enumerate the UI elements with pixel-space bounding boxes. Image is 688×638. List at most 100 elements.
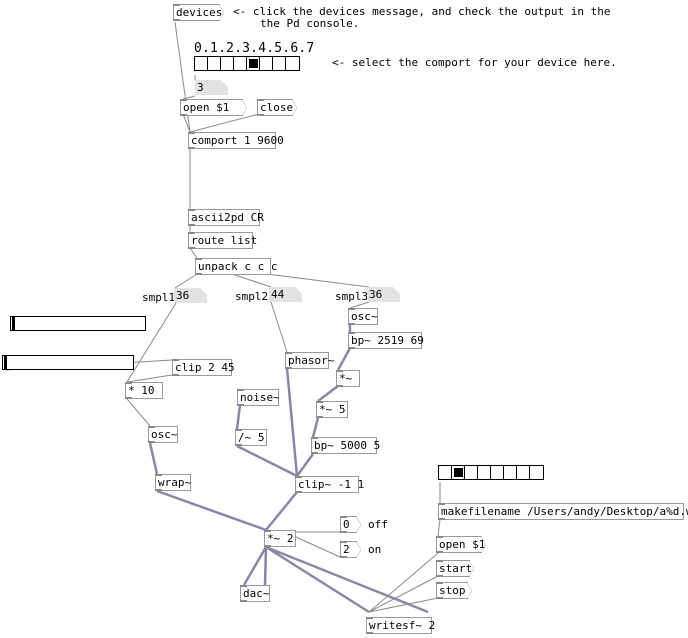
file-index-radio-selector[interactable] xyxy=(438,465,544,480)
off-message[interactable]: 0 xyxy=(340,516,361,533)
outlet[interactable] xyxy=(188,247,195,249)
radio-cell[interactable] xyxy=(517,466,530,479)
devices-message[interactable]: devices xyxy=(173,4,224,21)
multiply-signal-object[interactable]: *~ xyxy=(336,370,360,387)
radio-cell[interactable] xyxy=(530,466,543,479)
route-list-object[interactable]: route list xyxy=(188,232,257,249)
horizontal-slider-b[interactable] xyxy=(2,355,134,370)
outlet[interactable] xyxy=(436,597,443,599)
open-file-message[interactable]: open $1 xyxy=(436,536,486,553)
radio-cell[interactable] xyxy=(439,466,452,479)
radio-cell[interactable] xyxy=(273,57,286,70)
inlet[interactable] xyxy=(125,382,132,384)
outlet[interactable] xyxy=(311,452,318,454)
outlet[interactable] xyxy=(340,531,347,533)
inlet[interactable] xyxy=(155,474,162,476)
writesf-object[interactable]: writesf~ 2 xyxy=(366,617,435,634)
inlet[interactable] xyxy=(173,4,180,6)
outlet[interactable] xyxy=(285,367,292,369)
close-port-message[interactable]: close xyxy=(257,99,297,116)
divide-5-object[interactable]: /~ 5 xyxy=(235,429,267,446)
stop-message[interactable]: stop xyxy=(436,582,472,599)
radio-cell[interactable] xyxy=(491,466,504,479)
outlet[interactable] xyxy=(240,600,247,602)
inlet[interactable] xyxy=(295,476,302,478)
outlet[interactable] xyxy=(316,416,323,418)
radio-cell[interactable] xyxy=(208,57,221,70)
radio-cell[interactable] xyxy=(247,57,260,70)
inlet[interactable] xyxy=(195,258,202,260)
outlet[interactable] xyxy=(348,323,355,325)
inlet[interactable] xyxy=(172,359,179,361)
inlet[interactable] xyxy=(188,232,195,234)
multiply-2-object[interactable]: *~ 2 xyxy=(264,530,296,547)
radio-cell[interactable] xyxy=(260,57,273,70)
outlet[interactable] xyxy=(188,224,195,226)
inlet[interactable] xyxy=(240,585,247,587)
inlet[interactable] xyxy=(436,582,443,584)
inlet[interactable] xyxy=(436,536,443,538)
outlet[interactable] xyxy=(436,551,443,553)
inlet[interactable] xyxy=(436,560,443,562)
inlet[interactable] xyxy=(348,308,355,310)
outlet[interactable] xyxy=(340,556,347,558)
outlet[interactable] xyxy=(348,347,355,349)
outlet[interactable] xyxy=(237,404,244,406)
inlet[interactable] xyxy=(188,132,195,134)
inlet[interactable] xyxy=(348,332,355,334)
multiply-5-object[interactable]: *~ 5 xyxy=(316,401,348,418)
comport-number-box[interactable]: 3 xyxy=(195,80,228,95)
osc-object-b[interactable]: osc~ xyxy=(148,426,178,443)
outlet[interactable] xyxy=(188,147,195,149)
slider-b-knob[interactable] xyxy=(4,356,7,369)
makefilename-object[interactable]: makefilename /Users/andy/Desktop/a%d.wav xyxy=(438,503,688,520)
outlet[interactable] xyxy=(336,385,343,387)
noise-object[interactable]: noise~ xyxy=(237,389,280,406)
inlet[interactable] xyxy=(148,426,155,428)
outlet[interactable] xyxy=(436,575,443,577)
outlet[interactable] xyxy=(172,374,179,376)
inlet[interactable] xyxy=(340,516,347,518)
start-message[interactable]: start xyxy=(436,560,474,577)
clip-signal-object[interactable]: clip~ -1 1 xyxy=(295,476,364,493)
radio-cell[interactable] xyxy=(504,466,517,479)
comport-radio-selector[interactable] xyxy=(194,56,300,71)
bandpass-object-a[interactable]: bp~ 2519 69 xyxy=(348,332,424,349)
radio-cell[interactable] xyxy=(221,57,234,70)
inlet[interactable] xyxy=(237,389,244,391)
bandpass-object-b[interactable]: bp~ 5000 5 xyxy=(311,437,380,454)
outlet[interactable] xyxy=(257,114,264,116)
inlet[interactable] xyxy=(235,429,242,431)
multiply-10-object[interactable]: * 10 xyxy=(125,382,163,399)
on-message[interactable]: 2 xyxy=(340,541,361,558)
open-port-message[interactable]: open $1 xyxy=(180,99,247,116)
clip-object[interactable]: clip 2 45 xyxy=(172,359,235,376)
inlet[interactable] xyxy=(285,352,292,354)
outlet[interactable] xyxy=(155,489,162,491)
outlet[interactable] xyxy=(438,518,445,520)
horizontal-slider-a[interactable] xyxy=(10,316,146,331)
outlet[interactable] xyxy=(366,632,373,634)
smpl3-number-box[interactable]: 36 xyxy=(367,287,400,302)
radio-cell[interactable] xyxy=(286,57,299,70)
wrap-object[interactable]: wrap~ xyxy=(155,474,191,491)
radio-cell[interactable] xyxy=(465,466,478,479)
inlet[interactable] xyxy=(316,401,323,403)
smpl2-number-box[interactable]: 44 xyxy=(269,287,302,302)
inlet[interactable] xyxy=(180,99,187,101)
inlet[interactable] xyxy=(311,437,318,439)
outlet[interactable] xyxy=(173,19,180,21)
outlet[interactable] xyxy=(264,545,271,547)
inlet[interactable] xyxy=(257,99,264,101)
outlet[interactable] xyxy=(195,273,202,275)
inlet[interactable] xyxy=(188,209,195,211)
radio-cell[interactable] xyxy=(452,466,465,479)
slider-a-knob[interactable] xyxy=(12,317,15,330)
radio-cell[interactable] xyxy=(195,57,208,70)
comport-object[interactable]: comport 1 9600 xyxy=(188,132,284,149)
outlet[interactable] xyxy=(235,444,242,446)
inlet[interactable] xyxy=(366,617,373,619)
inlet[interactable] xyxy=(336,370,343,372)
inlet[interactable] xyxy=(264,530,271,532)
inlet[interactable] xyxy=(438,503,445,505)
